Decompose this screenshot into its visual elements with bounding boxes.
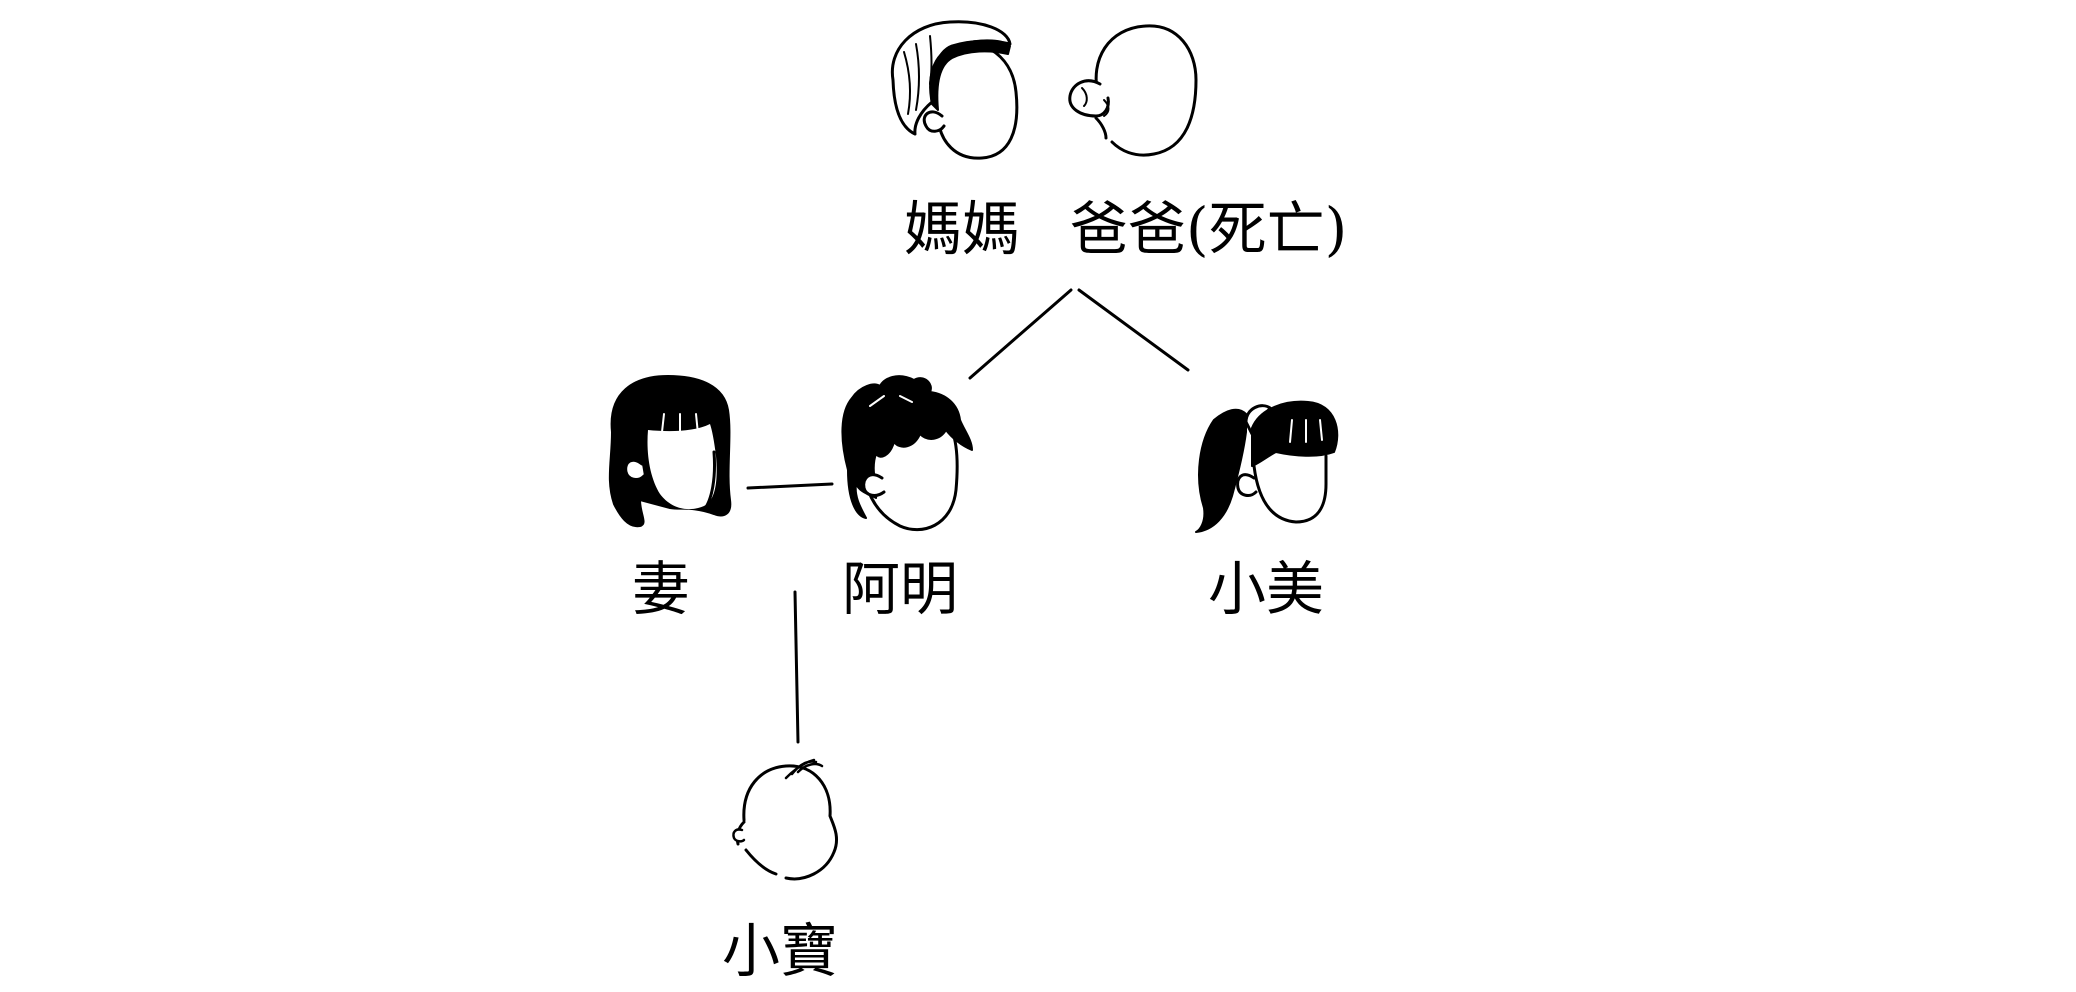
member-label-father: 爸爸(死亡) [1070,195,1348,263]
girl-ponytail-head-icon [1195,400,1339,533]
bald-man-head-icon [1068,24,1198,157]
connector-father-to-mei [1077,288,1190,372]
member-label-ming: 阿明 [842,555,959,623]
member-label-baby: 小寶 [722,917,839,985]
woman-long-hair-head-icon [608,375,732,528]
connector-ming-to-baby [793,590,800,744]
woman-headband-head-icon [890,20,1019,160]
man-spiky-hair-head-icon [841,375,973,532]
member-label-mei: 小美 [1208,555,1325,623]
connector-father-to-ming [968,288,1073,380]
baby-head-icon [732,758,838,881]
member-label-wife: 妻 [632,555,691,623]
connector-wife-to-ming [746,482,834,490]
member-label-mother: 媽媽 [904,195,1021,263]
